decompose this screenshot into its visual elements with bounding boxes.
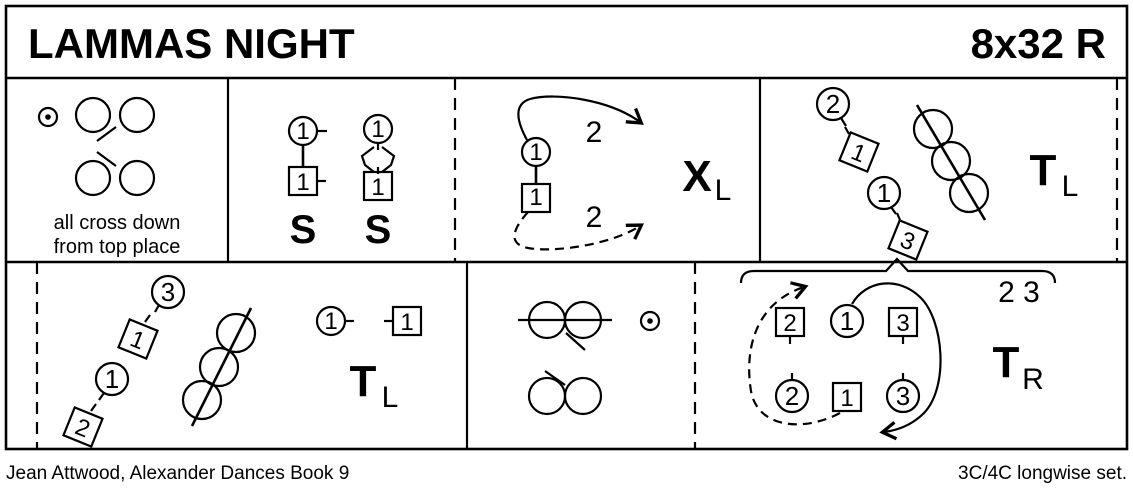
- panel-set: 1 1 S 1 1 S: [287, 113, 396, 252]
- couple-joined-symbol: [518, 300, 612, 351]
- dancer-number: 2: [826, 89, 840, 119]
- panel-cross-down: all cross down from top place: [37, 96, 181, 258]
- panel-caption-line1: all cross down: [54, 212, 181, 234]
- dancer-number: 2: [71, 413, 94, 443]
- both-hands-right: [381, 146, 396, 173]
- panel-lead-cross: [518, 300, 661, 416]
- dancer-number: 3: [896, 381, 910, 411]
- nose-tick: [90, 403, 97, 412]
- nose-tick: [98, 392, 105, 401]
- dancer-number: 1: [105, 364, 119, 394]
- dancer-square-tilted: 1: [838, 131, 880, 173]
- start-marker-icon: [37, 106, 59, 128]
- panel-caption-line2: from top place: [54, 236, 181, 258]
- bars-brace: [739, 257, 1057, 284]
- set-symbol: S: [365, 208, 392, 252]
- outer-border: [4, 4, 1129, 451]
- turn-symbol-subscript: L: [382, 381, 399, 414]
- panel-turn-right: 2 3 2 1 3 2 1 3 T R: [739, 257, 1057, 441]
- dancer-square: [831, 381, 863, 413]
- line-of-three: [912, 104, 990, 221]
- set-figure-2: 1 1 S: [360, 113, 396, 252]
- credit-text: Jean Attwood, Alexander Dances Book 9: [6, 463, 349, 484]
- dancer-circle: [150, 274, 186, 310]
- dancer-number: 2: [783, 310, 796, 337]
- nose-tick: [895, 212, 902, 221]
- dancer-circle: [94, 361, 130, 397]
- dancer-square-tilted: 1: [117, 318, 159, 360]
- dancer-number: 3: [896, 226, 919, 256]
- set-type-text: 3C/4C longwise set.: [958, 463, 1127, 484]
- couple-symbol-top: [74, 96, 156, 142]
- nose-tick: [144, 314, 151, 323]
- dancer-number: 1: [400, 309, 413, 336]
- dancer-circle: [829, 303, 865, 339]
- dancer-number: 1: [371, 174, 384, 201]
- dancer-number: 1: [840, 385, 853, 412]
- title-bar: LAMMAS NIGHT 8x32 R: [28, 20, 1106, 67]
- nose-tick: [154, 304, 160, 313]
- dancer-circle: [315, 305, 347, 337]
- dancer-number: 1: [371, 116, 384, 143]
- dancer-number: 1: [847, 138, 870, 168]
- dancer-square: [287, 165, 319, 197]
- dance-title: LAMMAS NIGHT: [28, 20, 355, 67]
- dancer-circle: [866, 175, 902, 211]
- dancer-square: [774, 306, 806, 338]
- dancer-number: 1: [529, 139, 542, 166]
- dancer-circle: [885, 378, 921, 414]
- footer: Jean Attwood, Alexander Dances Book 9 3C…: [6, 463, 1127, 484]
- bar-numbers: 2 3: [998, 276, 1040, 309]
- dancer-square: [391, 305, 423, 337]
- dancer-number: 1: [840, 306, 854, 336]
- dancer-number: 1: [877, 178, 891, 208]
- turn-symbol-subscript: L: [1062, 170, 1079, 203]
- dancer-number: 1: [324, 308, 337, 335]
- dancer-number: 3: [161, 277, 175, 307]
- turn-symbol-subscript: R: [1022, 363, 1044, 396]
- cross-symbol-subscript: L: [715, 174, 732, 207]
- cross-symbol: X: [682, 152, 711, 201]
- panel-turn-left-top: 2 1 1 3 T L: [815, 86, 1079, 261]
- travel-arrow-solid: [517, 95, 644, 141]
- dancer-square: [362, 170, 394, 202]
- nose-tick: [844, 126, 850, 135]
- dancer-number: 2: [785, 381, 799, 411]
- line-of-three: [181, 307, 257, 427]
- dancer-square: [887, 306, 919, 338]
- repeat-code: 8x32 R: [971, 20, 1106, 67]
- dancer-number: 1: [296, 118, 309, 145]
- dancer-circle: [774, 378, 810, 414]
- dancer-square: [520, 182, 552, 214]
- panel-turn-left-bottom: 3 1 1 2 1 1 T L: [62, 274, 423, 448]
- finish-marker-icon: [639, 310, 661, 332]
- panel-cross-left: 1 1 2 2 X L: [513, 95, 732, 251]
- nose-tick: [890, 206, 897, 215]
- travel-arrow-dashed: [513, 211, 645, 251]
- diagram-frame: [4, 4, 1129, 451]
- dancer-number: 3: [896, 310, 909, 337]
- dancer-square-tilted: 2: [62, 406, 104, 448]
- turn-symbol: T: [350, 357, 377, 406]
- couple-symbol-bottom: [74, 151, 156, 197]
- bar-count: 2: [586, 201, 603, 234]
- turn-symbol: T: [1030, 146, 1057, 195]
- set-symbol: S: [290, 208, 317, 252]
- set-figure-1: 1 1 S: [287, 115, 327, 252]
- dancer-circle: [815, 86, 851, 122]
- cast-arrow-dashed: [748, 281, 841, 426]
- nose-tick: [840, 117, 847, 127]
- dancer-number: 1: [126, 325, 149, 355]
- dancer-number: 1: [529, 184, 542, 211]
- dancer-number: 1: [296, 169, 309, 196]
- cast-arrow-solid: [851, 282, 942, 441]
- facing-pair: 1 1: [315, 305, 423, 337]
- bar-count: 2: [586, 116, 603, 149]
- turn-symbol: T: [993, 338, 1020, 387]
- couple-symbol: [527, 370, 603, 416]
- both-hands-left: [360, 146, 375, 173]
- dancer-square-tilted: 3: [887, 219, 929, 261]
